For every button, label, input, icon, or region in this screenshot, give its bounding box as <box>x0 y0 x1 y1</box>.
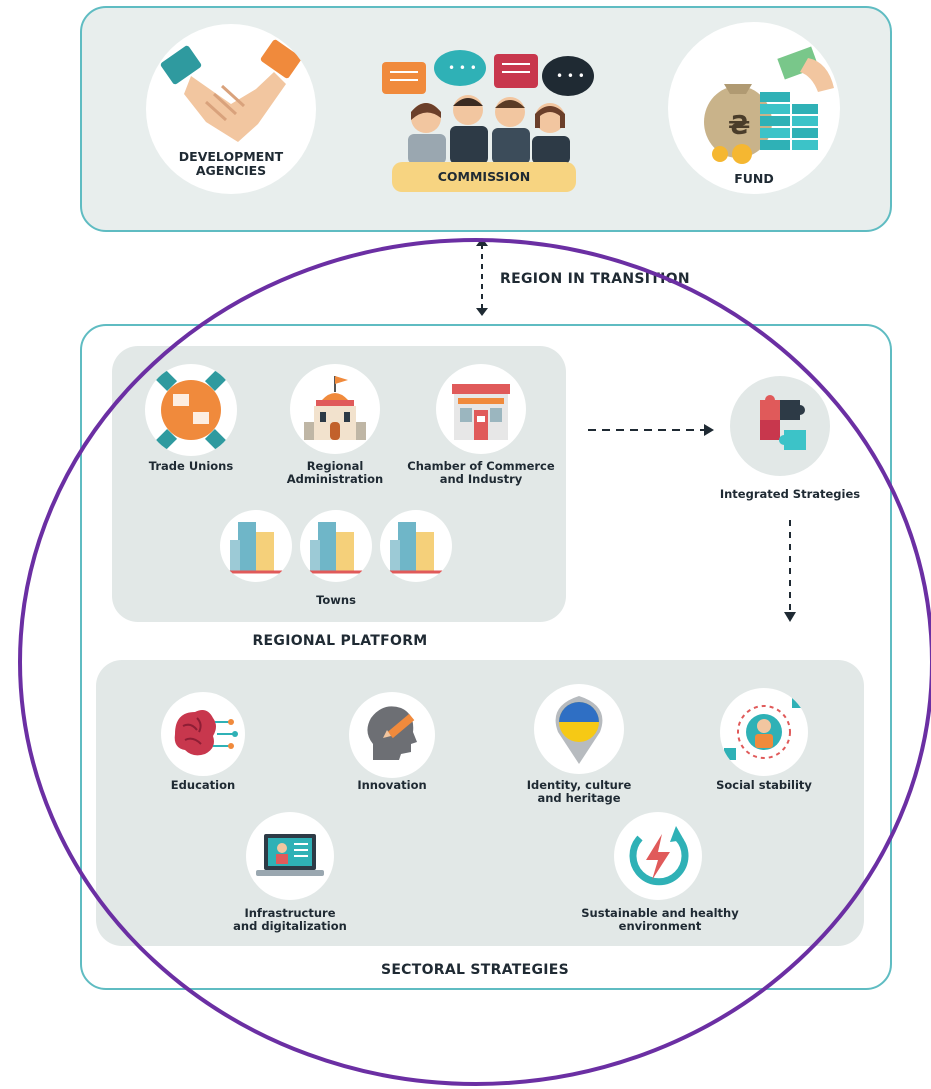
network-person-icon <box>724 696 804 760</box>
money-bag-icon: ₴ <box>704 46 834 164</box>
identity-label: Identity, culture and heritage <box>526 778 632 805</box>
building-icon <box>386 522 446 574</box>
trade-unions-label: Trade Unions <box>148 459 234 473</box>
renewable-energy-icon <box>629 826 689 886</box>
social-stability-label: Social stability <box>716 778 812 792</box>
storefront-icon <box>452 384 510 440</box>
infrastructure-icon-circle <box>246 812 334 900</box>
ukraine-pin-icon <box>555 696 603 764</box>
building-icon <box>306 522 366 574</box>
handshake-icon <box>160 39 302 142</box>
fund-card: ₴ FUND <box>668 22 840 194</box>
education-label: Education <box>170 778 236 792</box>
education-icon-circle <box>161 692 245 776</box>
puzzle-icon <box>760 395 806 450</box>
town-2-icon-circle <box>300 510 372 582</box>
development-agencies-card: DEVELOPMENT AGENCIES <box>146 24 316 194</box>
commission-card: • • • • • • COMMISSION <box>378 48 598 198</box>
building-icon <box>226 522 286 574</box>
svg-text:• • •: • • • <box>556 69 585 83</box>
towns-label: Towns <box>316 593 356 607</box>
svg-text:₴: ₴ <box>728 111 750 141</box>
chamber-label: Chamber of Commerce and Industry <box>407 459 555 486</box>
integrated-strategies-icon-circle <box>730 376 830 476</box>
sustainable-label: Sustainable and healthy environment <box>581 906 739 933</box>
brain-circuit-icon <box>174 710 238 756</box>
development-agencies-label: DEVELOPMENT AGENCIES <box>178 149 284 178</box>
svg-text:• • •: • • • <box>448 61 477 75</box>
hands-together-icon <box>152 366 230 454</box>
trade-unions-icon-circle <box>145 364 237 456</box>
arrow-to-integrated <box>588 424 714 436</box>
government-building-icon <box>304 376 366 440</box>
innovation-label: Innovation <box>357 778 427 792</box>
transition-arrow <box>476 238 488 316</box>
sectoral-strategies-title: SECTORAL STRATEGIES <box>380 962 570 978</box>
regional-platform-title: REGIONAL PLATFORM <box>252 633 428 649</box>
regional-administration-icon-circle <box>290 364 380 454</box>
social-stability-icon-circle <box>720 688 808 776</box>
transition-label: REGION IN TRANSITION <box>500 271 690 287</box>
commission-label: COMMISSION <box>437 169 531 184</box>
town-1-icon-circle <box>220 510 292 582</box>
identity-icon-circle <box>534 684 624 774</box>
chamber-icon-circle <box>436 364 526 454</box>
regional-administration-label: Regional Administration <box>286 459 384 486</box>
arrow-to-sectoral <box>784 520 796 622</box>
infrastructure-label: Infrastructure and digitalization <box>233 906 347 933</box>
laptop-icon <box>256 834 324 876</box>
fund-label: FUND <box>734 171 774 186</box>
sustainable-icon-circle <box>614 812 702 900</box>
head-pencil-icon <box>367 706 417 760</box>
integrated-strategies-label: Integrated Strategies <box>719 487 861 501</box>
people-speech-icon: • • • • • • <box>382 50 594 192</box>
innovation-icon-circle <box>349 692 435 778</box>
town-3-icon-circle <box>380 510 452 582</box>
